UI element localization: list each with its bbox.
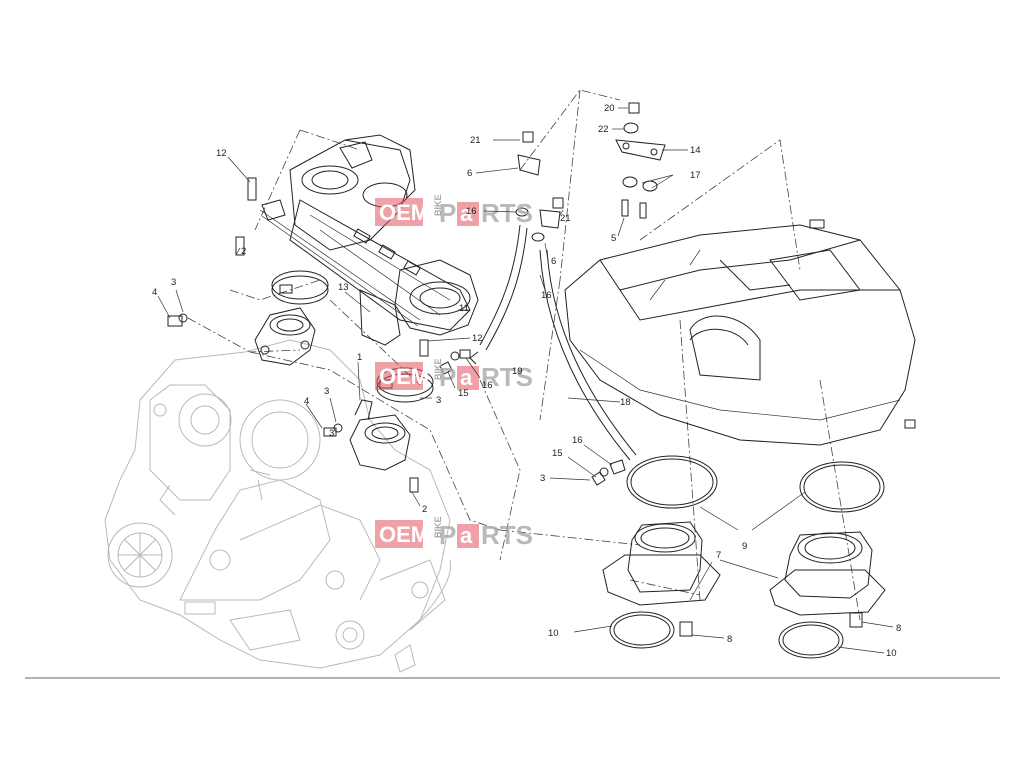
callout-1: 1: [357, 352, 362, 363]
callout-12: 12: [472, 333, 483, 344]
watermark-bike: BIKE: [433, 516, 443, 538]
callout-13: 13: [338, 282, 349, 293]
callout-10: 10: [548, 628, 559, 639]
callout-21: 21: [560, 213, 571, 224]
callout-22: 22: [598, 124, 609, 135]
callout-16: 16: [541, 290, 552, 301]
watermark-oem: OEM: [379, 364, 429, 389]
callout-10: 10: [886, 648, 897, 659]
watermark-parts-p: P: [439, 520, 456, 550]
callout-14: 14: [690, 145, 701, 156]
callout-4: 4: [152, 287, 157, 298]
watermark-instance: OEM BIKE P a RTS: [375, 194, 533, 228]
engine-ghost: [104, 339, 452, 673]
callout-15: 15: [552, 448, 563, 459]
watermark-oem: OEM: [379, 522, 429, 547]
callout-3: 3: [329, 428, 334, 439]
airbox: [564, 219, 916, 446]
watermark-parts-a: a: [460, 523, 473, 548]
callout-11: 11: [459, 303, 469, 314]
callout-5: 5: [611, 233, 616, 244]
intake-funnels-right: [591, 455, 886, 659]
callout-8: 8: [896, 623, 901, 634]
callout-20: 20: [604, 103, 615, 114]
callout-2: 2: [422, 504, 427, 515]
callout-18: 18: [620, 397, 631, 408]
watermark-parts-rts: RTS: [481, 362, 533, 392]
watermark-instance: OEM BIKE P a RTS: [375, 358, 533, 392]
watermark-parts-p: P: [439, 362, 456, 392]
watermark-instance: OEM BIKE P a RTS: [375, 516, 533, 550]
callout-21: 21: [470, 135, 481, 146]
callout-16: 16: [572, 435, 583, 446]
callout-3: 3: [171, 277, 176, 288]
watermark-parts-p: P: [439, 198, 456, 228]
callout-16: 16: [466, 206, 477, 217]
watermark-parts-rts: RTS: [481, 198, 533, 228]
callout-12: 12: [216, 148, 227, 159]
callout-3: 3: [436, 395, 441, 406]
callout-2: 2: [241, 246, 246, 257]
callout-9: 9: [742, 541, 747, 552]
watermark-parts-a: a: [460, 365, 473, 390]
callout-3: 3: [324, 386, 329, 397]
callout-7: 7: [716, 550, 721, 561]
callout-15: 15: [458, 388, 469, 399]
watermark-bike: BIKE: [433, 194, 443, 216]
callout-6: 6: [551, 256, 556, 267]
callout-6: 6: [467, 168, 472, 179]
callout-19: 19: [512, 366, 523, 377]
sensor-brackets: [515, 102, 666, 242]
callout-16: 16: [482, 380, 493, 391]
callout-labels: 12 2 4 3 13 1 11 12 16 19 3 15 3 4 3 2 2…: [152, 103, 901, 659]
hoses: [469, 224, 637, 461]
callout-4: 4: [304, 396, 309, 407]
callout-8: 8: [727, 634, 732, 645]
leader-lines: [25, 107, 1000, 679]
watermark-bike: BIKE: [433, 358, 443, 380]
callout-17: 17: [690, 170, 701, 181]
watermark-oem-bike-parts: OEM BIKE P a RTS OEM BIKE P a RTS OEM BI…: [375, 194, 533, 550]
watermark-parts-a: a: [460, 201, 473, 226]
throttle-body-assembly: [259, 134, 479, 346]
callout-3: 3: [540, 473, 545, 484]
watermark-oem: OEM: [379, 200, 429, 225]
watermark-parts-rts: RTS: [481, 520, 533, 550]
